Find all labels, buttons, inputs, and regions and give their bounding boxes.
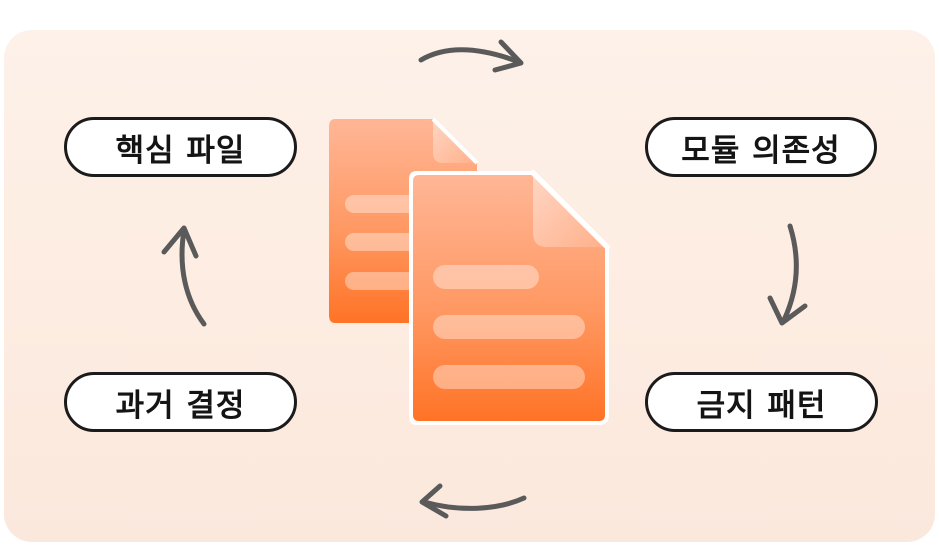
node-past-decisions-label: 과거 결정: [115, 387, 246, 424]
arrow-up-icon: [161, 225, 207, 327]
node-module-dependencies: 모듈 의존성: [645, 117, 877, 177]
arrow-down-icon: [767, 223, 808, 326]
documents-icon: [329, 117, 611, 425]
node-banned-patterns: 금지 패턴: [645, 372, 878, 432]
front-document: [409, 169, 611, 425]
arrow-right-icon: [418, 39, 524, 73]
arrow-left-icon: [419, 483, 527, 519]
node-core-files-label: 핵심 파일: [115, 132, 246, 169]
node-module-dependencies-label: 모듈 의존성: [681, 132, 841, 169]
node-core-files: 핵심 파일: [64, 117, 297, 177]
node-banned-patterns-label: 금지 패턴: [696, 387, 827, 424]
node-past-decisions: 과거 결정: [64, 372, 297, 432]
